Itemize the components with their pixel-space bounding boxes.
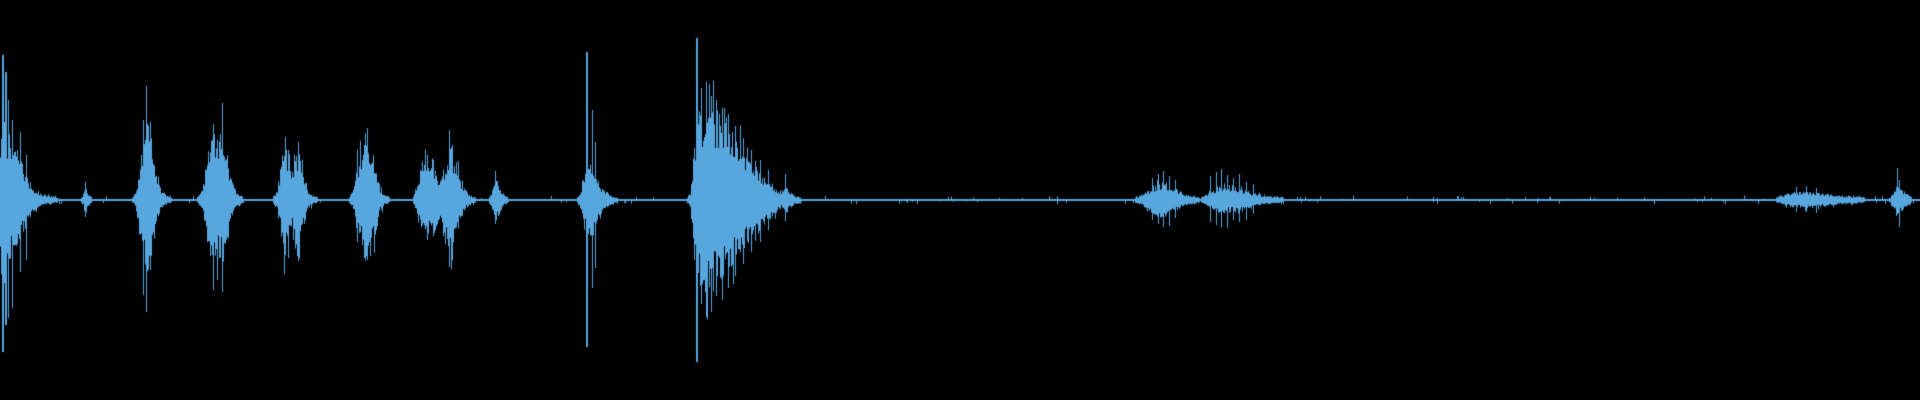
waveform-panel (0, 0, 1920, 400)
waveform-figure (0, 0, 1920, 400)
audio-waveform-canvas (0, 0, 1920, 400)
